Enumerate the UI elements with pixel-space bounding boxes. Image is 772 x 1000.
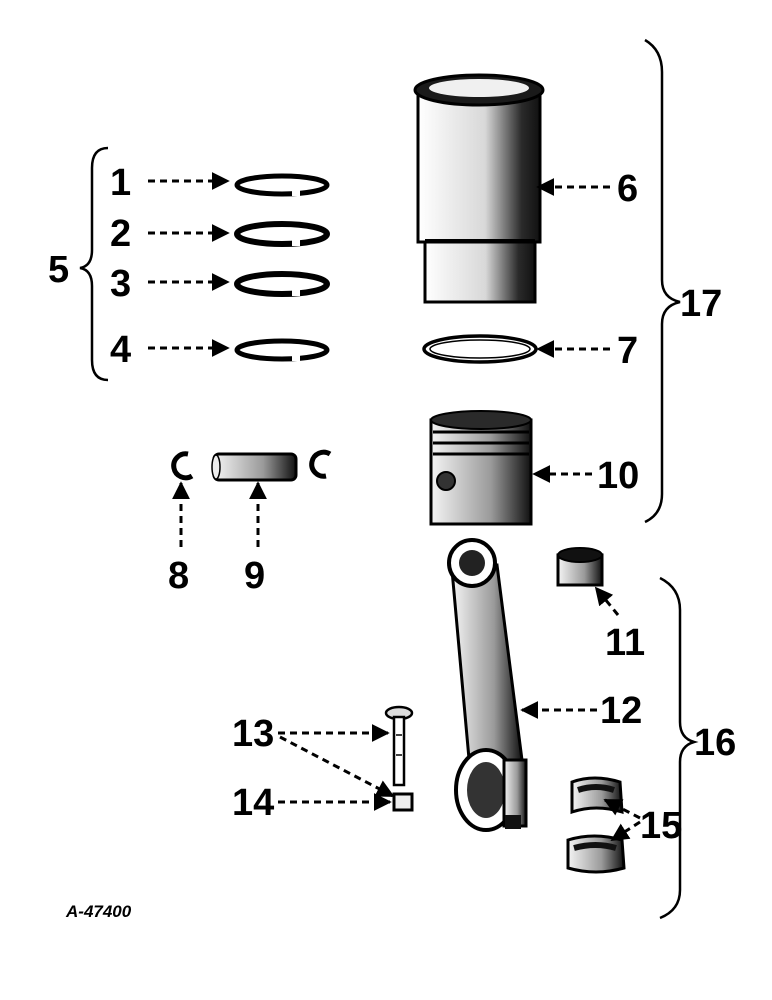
callout-12: 12 <box>600 690 642 732</box>
rod-bearing-upper <box>570 776 624 815</box>
connecting-rod <box>447 538 528 832</box>
snap-ring-left <box>171 451 194 481</box>
leader-13b <box>279 735 395 798</box>
callout-8: 8 <box>168 555 189 597</box>
figure-reference: A-47400 <box>65 902 132 921</box>
ring-2 <box>234 221 330 247</box>
leader-15b <box>610 820 641 842</box>
callout-15: 15 <box>640 805 682 847</box>
snap-ring-right <box>309 449 332 479</box>
rod-bolt <box>384 705 414 787</box>
rod-nut <box>392 792 414 812</box>
cylinder-sleeve <box>413 73 545 304</box>
callout-3: 3 <box>110 263 131 305</box>
piston-rings-group <box>234 173 330 362</box>
callout-9: 9 <box>244 555 265 597</box>
callout-4: 4 <box>110 329 131 371</box>
leader-15a <box>603 798 641 820</box>
callout-2: 2 <box>110 213 131 255</box>
brace-5 <box>79 146 109 382</box>
callout-1: 1 <box>110 162 131 204</box>
sleeve-seal-ring <box>422 334 538 364</box>
callout-5: 5 <box>48 249 69 291</box>
brace-16 <box>659 576 699 920</box>
callout-17: 17 <box>680 283 722 325</box>
callout-13: 13 <box>232 713 274 755</box>
rod-bearing-lower <box>566 834 626 874</box>
ring-1 <box>234 173 330 197</box>
ring-4 <box>234 338 330 362</box>
piston-pin <box>211 452 298 482</box>
callout-14: 14 <box>232 782 274 824</box>
callout-16: 16 <box>694 722 736 764</box>
leader-11 <box>594 586 620 616</box>
callout-11: 11 <box>605 622 645 664</box>
callout-10: 10 <box>597 455 639 497</box>
callout-6: 6 <box>617 168 638 210</box>
brace-17 <box>644 38 681 524</box>
pin-bushing <box>556 547 604 587</box>
piston <box>429 410 533 526</box>
ring-3 <box>234 271 330 297</box>
callout-7: 7 <box>617 330 638 372</box>
